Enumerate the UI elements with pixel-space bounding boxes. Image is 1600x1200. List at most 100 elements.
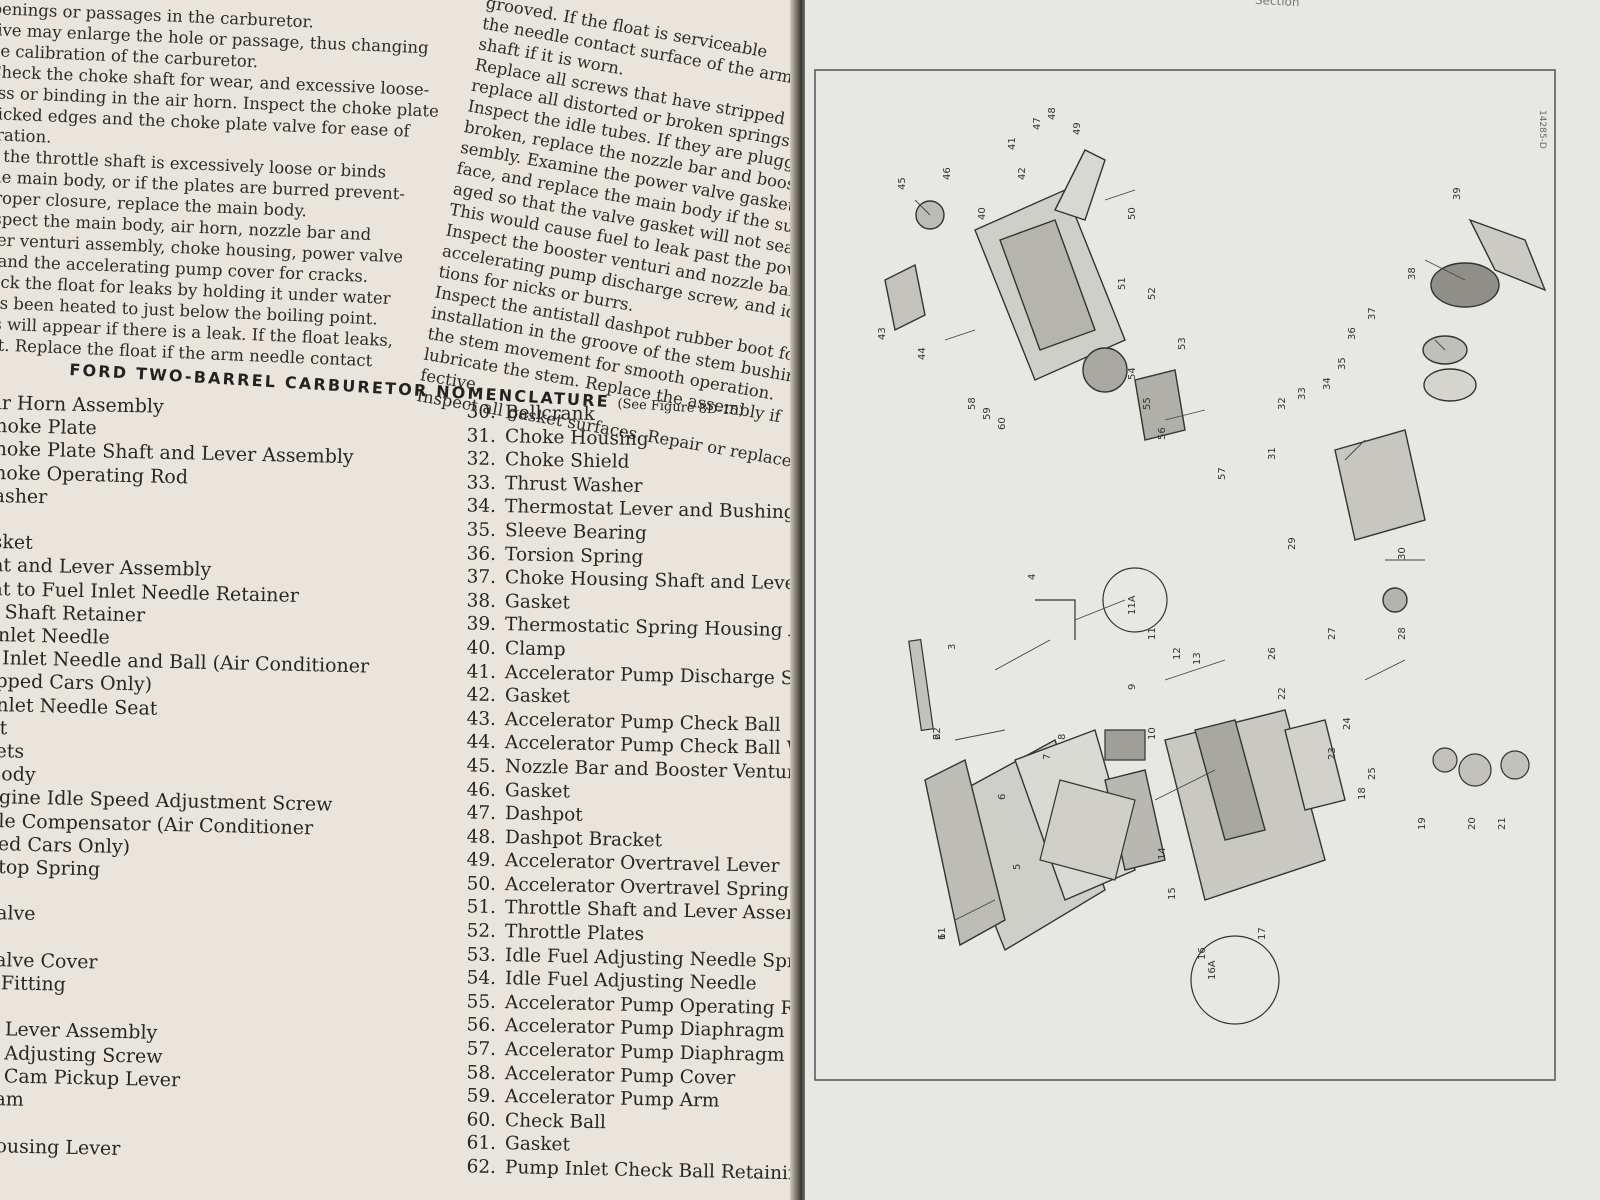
- callout-number: 1: [937, 934, 948, 940]
- callout-number: 57: [1217, 467, 1228, 480]
- item-number: 32.: [466, 448, 497, 471]
- callout-number: 9: [1127, 684, 1138, 690]
- callout-number: 22: [1277, 687, 1288, 700]
- item-number: 47.: [466, 802, 497, 825]
- callout-number: 49: [1072, 122, 1083, 135]
- callout-number: 5: [1012, 864, 1023, 870]
- item-number: 51.: [466, 896, 497, 919]
- item-number: 45.: [466, 755, 497, 777]
- item-number: 56.: [466, 1014, 497, 1037]
- callout-number: 52: [1147, 287, 1158, 300]
- callout-number: 61: [937, 927, 948, 940]
- callout-number: 38: [1407, 267, 1418, 280]
- callout-number: 17: [1257, 927, 1268, 940]
- item-name: Torsion Spring: [504, 543, 644, 568]
- callout-number: 33: [1297, 387, 1308, 400]
- callout-number: 28: [1397, 627, 1408, 640]
- item-number: 43.: [466, 708, 497, 730]
- item-name: Dashpot: [504, 803, 583, 826]
- figure-border: [814, 69, 1556, 1081]
- callout-number: 54: [1127, 367, 1138, 380]
- item-number: 38.: [466, 590, 497, 612]
- item-name: Accelerator Pump Arm: [504, 1086, 720, 1112]
- item-number: 62.: [466, 1156, 497, 1178]
- air-horn-drawing: [884, 149, 1186, 441]
- callout-number: 24: [1342, 717, 1353, 730]
- callout-number: 20: [1467, 817, 1478, 830]
- item-number: 35.: [466, 519, 497, 541]
- callout-number: 59: [982, 407, 993, 420]
- exploded-carburetor-diagram: 14285-D: [814, 69, 1556, 1081]
- item-number: 53.: [466, 944, 497, 966]
- callout-number: 60: [997, 417, 1008, 430]
- callout-number: 10: [1147, 727, 1158, 740]
- callout-number: 45: [897, 177, 908, 190]
- callout-number: 43: [877, 327, 888, 340]
- item-number: 61.: [466, 1132, 497, 1155]
- item-number: 54.: [466, 967, 497, 990]
- item-number: 50.: [466, 873, 497, 895]
- callout-number: 50: [1127, 207, 1138, 220]
- callout-number: 21: [1497, 817, 1508, 830]
- callout-number: 11A: [1127, 595, 1138, 615]
- item-number: 41.: [466, 660, 497, 683]
- item-number: 60.: [466, 1109, 497, 1131]
- callout-number: 12: [1172, 647, 1183, 660]
- figure-code: 14285-D: [1537, 110, 1547, 149]
- callout-number: 26: [1267, 647, 1278, 660]
- callout-number: 2: [932, 734, 943, 740]
- main-body-drawing: [924, 709, 1346, 952]
- callout-number: 11: [1147, 627, 1158, 640]
- item-number: 49.: [466, 849, 497, 872]
- item-number: 33.: [466, 472, 497, 494]
- item-number: 52.: [466, 920, 497, 943]
- callout-number: 19: [1417, 817, 1428, 830]
- callout-number: 8: [1057, 734, 1068, 740]
- item-number: 36.: [466, 542, 497, 565]
- callout-number: 7: [1042, 754, 1053, 760]
- callout-number: 29: [1287, 537, 1298, 550]
- callout-number: 37: [1367, 307, 1378, 320]
- section-header: Section: [1254, 0, 1300, 10]
- item-name: Gasket: [504, 590, 571, 614]
- item-number: 57.: [466, 1038, 497, 1061]
- choke-housing-drawing: [1334, 218, 1547, 613]
- callout-number: 39: [1452, 187, 1463, 200]
- callout-number: 13: [1192, 652, 1203, 665]
- callout-number: 31: [1267, 447, 1278, 460]
- callout-number: 40: [977, 207, 988, 220]
- right-page: Section 14285-D: [805, 0, 1600, 1200]
- callout-number: 47: [1032, 117, 1043, 130]
- callout-number: 53: [1177, 337, 1188, 350]
- callout-number: 62: [932, 727, 943, 740]
- callout-number: 4: [1027, 574, 1038, 580]
- callout-number: 35: [1337, 357, 1348, 370]
- item-number: 40.: [466, 637, 497, 659]
- item-name: Accelerator Pump Diaphragm: [504, 1039, 785, 1067]
- item-name: Gasket: [504, 779, 571, 803]
- callout-number: 15: [1167, 887, 1178, 900]
- item-name: Throttle Plates: [504, 921, 645, 946]
- item-name: Choke Shield: [504, 449, 630, 473]
- callout-number: 55: [1142, 397, 1153, 410]
- item-name: Check Ball: [504, 1109, 607, 1134]
- item-name: Idle Fuel Adjusting Needle: [504, 968, 757, 995]
- callout-number: 14: [1157, 847, 1168, 860]
- item-number: 34.: [466, 495, 497, 518]
- item-number: 39.: [466, 613, 497, 636]
- item-name: Gasket: [504, 1133, 571, 1156]
- callout-number: 44: [917, 347, 928, 360]
- item-name: Clamp: [504, 638, 566, 661]
- callout-number: 58: [967, 397, 978, 410]
- callout-number: 18: [1357, 787, 1368, 800]
- item-number: 46.: [466, 778, 497, 801]
- callout-number: 30: [1397, 547, 1408, 560]
- item-number: 59.: [466, 1085, 497, 1108]
- item-number: 30.: [466, 401, 497, 423]
- item-name: Sleeve Bearing: [504, 520, 648, 545]
- item-name: Pump Inlet Check Ball Retaining Screw: [504, 1157, 800, 1186]
- callout-number: 42: [1017, 167, 1028, 180]
